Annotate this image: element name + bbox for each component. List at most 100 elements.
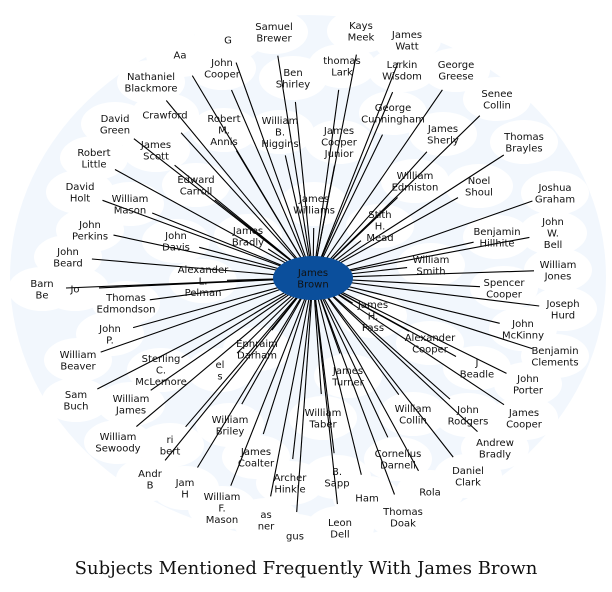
edge-cornelius-darnell — [315, 284, 389, 438]
node-halo — [346, 204, 414, 248]
edge-rola — [316, 284, 419, 472]
node-halo — [97, 382, 165, 426]
edge-john-perkins — [113, 234, 306, 277]
edge-william-jones — [320, 270, 535, 279]
edge-james-coalter — [262, 285, 312, 435]
edge-john-cooper — [230, 89, 311, 271]
node-halo — [41, 267, 109, 311]
node-halo — [490, 120, 558, 164]
edge-jo — [98, 277, 306, 289]
edge-ben-shirley — [294, 101, 313, 271]
edge-leon-dell — [313, 285, 338, 505]
node-halo — [280, 182, 348, 226]
node-rola: Rola — [419, 488, 441, 499]
edge-robert-little — [114, 169, 307, 275]
node-halo — [434, 393, 502, 437]
edge-joseph-hurd — [320, 278, 540, 307]
node-halo — [314, 354, 382, 398]
edge-george-cunningham — [316, 134, 383, 272]
edge-jam-h — [197, 284, 310, 468]
node-halo — [368, 48, 436, 92]
edge-george-greese — [317, 89, 443, 272]
node-halo — [127, 348, 195, 392]
node-halo — [494, 362, 562, 406]
node-halo — [445, 164, 513, 208]
node-gus: gus — [286, 532, 304, 543]
hub-ellipse — [273, 256, 353, 300]
edge-william-mason — [151, 212, 306, 276]
node-g: G — [224, 36, 232, 47]
edge-john-p — [132, 279, 306, 329]
edge-sam-buch — [97, 281, 307, 390]
node-aa: Aa — [174, 51, 187, 62]
node-halo — [521, 171, 589, 215]
edge-william-sewoody — [136, 282, 308, 428]
node-ham: Ham — [355, 494, 378, 505]
node-halo — [422, 48, 490, 92]
edge-john-beard — [91, 258, 306, 278]
edge-william-collin — [317, 284, 400, 396]
edge-benjamin-clements — [320, 279, 533, 350]
diagram-title: Subjects Mentioned Frequently With James… — [74, 558, 538, 579]
node-jo: Jo — [69, 285, 79, 296]
edge-nathaniel-blackmore — [165, 100, 309, 273]
edge-andrew-bradly — [318, 283, 478, 433]
edge-william-b-higgins — [284, 155, 312, 271]
edge-william-taber — [313, 285, 322, 395]
edge-crawford — [180, 132, 309, 273]
node-halo — [409, 112, 477, 156]
edge-james-cooper-junior — [313, 165, 336, 271]
edge-thomas-brayles — [319, 154, 505, 275]
edge-j-beadle — [319, 281, 457, 357]
edge-robert-m-annis — [235, 150, 310, 272]
edge-thomas-doak — [315, 285, 396, 495]
edge-william-briley — [241, 284, 310, 405]
node-halo — [60, 136, 128, 180]
edge-john-w-bell — [320, 236, 530, 278]
node-halo — [359, 91, 427, 135]
node-halo — [396, 321, 464, 365]
edge-larkin-wisdom — [315, 91, 394, 271]
edge-andr-b — [164, 283, 309, 461]
node-halo — [188, 46, 256, 90]
